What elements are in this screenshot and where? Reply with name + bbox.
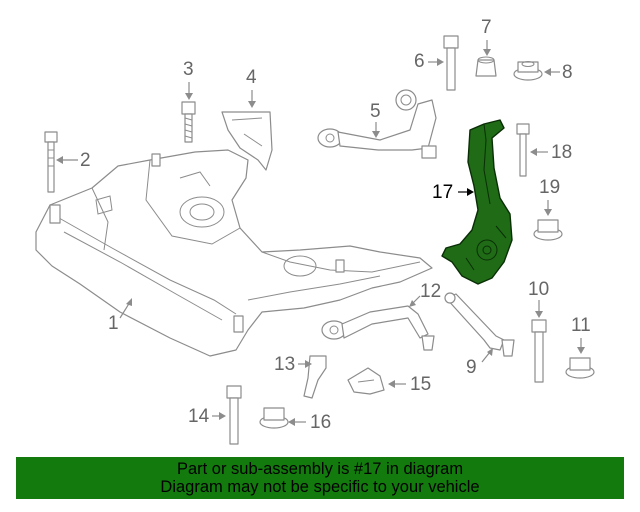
bracket-part-4[interactable] (221, 111, 273, 171)
callout-17-highlighted: 17 (432, 182, 454, 203)
upper-control-arm-part-5[interactable] (317, 89, 437, 159)
callout-5: 5 (370, 101, 381, 122)
banner-line-part: Part or sub-assembly is #17 in diagram (176, 460, 464, 478)
callout-8: 8 (562, 62, 573, 83)
bolt-part-10[interactable] (531, 319, 547, 383)
callout-19: 19 (539, 177, 561, 198)
callout-16: 16 (310, 412, 332, 433)
callout-13: 13 (274, 354, 296, 375)
callout-10: 10 (528, 279, 550, 300)
bolt-part-18[interactable] (516, 123, 530, 177)
bolt-part-3[interactable] (181, 101, 196, 143)
strut-part-9[interactable] (444, 292, 515, 357)
callout-11: 11 (571, 315, 591, 336)
banner-line-disclaimer: Diagram may not be specific to your vehi… (160, 478, 480, 496)
callout-4: 4 (246, 67, 257, 88)
callout-14: 14 (188, 406, 210, 427)
steering-knuckle-part-17[interactable] (441, 119, 513, 285)
callout-2: 2 (80, 150, 91, 171)
callout-1: 1 (108, 313, 119, 334)
bolt-part-2[interactable] (44, 131, 58, 193)
parts-diagram (35, 35, 595, 445)
callout-12: 12 (420, 281, 442, 302)
nut-part-8[interactable] (513, 61, 543, 81)
callout-7: 7 (481, 17, 492, 38)
callout-3: 3 (183, 59, 194, 80)
nut-part-19[interactable] (533, 219, 563, 241)
callout-18: 18 (551, 142, 573, 163)
bolt-part-14[interactable] (226, 385, 242, 445)
part-info-banner: Part or sub-assembly is #17 in diagram D… (16, 457, 624, 499)
lower-arm-part-12[interactable] (321, 305, 435, 351)
bolt-part-6[interactable] (443, 35, 459, 91)
bracket-part-13[interactable] (303, 355, 327, 399)
callout-9: 9 (466, 357, 477, 378)
callout-15: 15 (410, 374, 432, 395)
leader-lines (56, 40, 585, 426)
bracket-part-15[interactable] (347, 367, 385, 395)
nut-part-16[interactable] (259, 407, 289, 429)
subframe-part[interactable] (35, 149, 433, 357)
nut-part-11[interactable] (565, 357, 595, 379)
callout-6: 6 (414, 51, 425, 72)
nut-part-7[interactable] (475, 56, 497, 77)
